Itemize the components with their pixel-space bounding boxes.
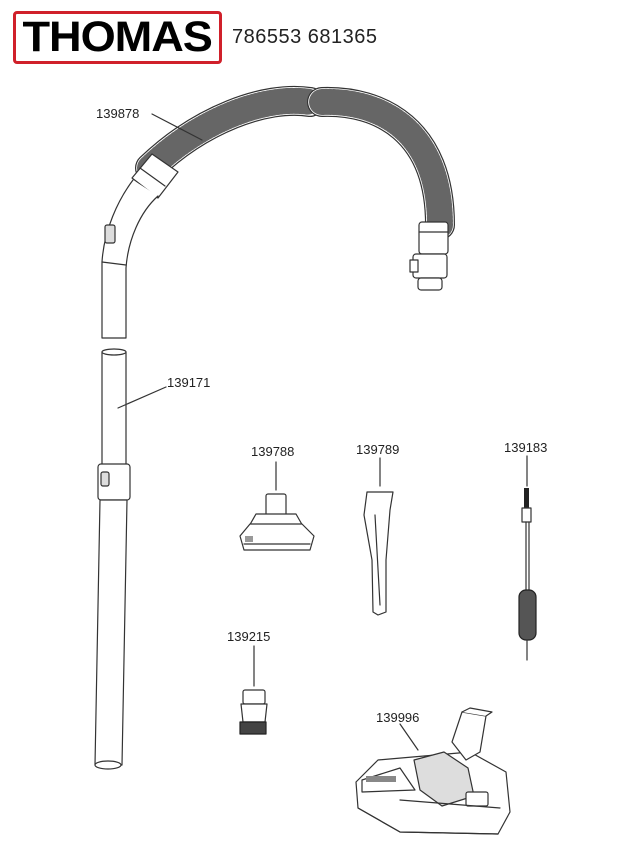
- crevice-nozzle-part-number: 139789: [356, 442, 399, 457]
- crevice-nozzle-drawing: [363, 491, 394, 616]
- radiator-brush-part-number: 139183: [504, 440, 547, 455]
- brand-logo: THOMAS: [13, 11, 222, 64]
- upholstery-nozzle-part-number: 139788: [251, 444, 294, 459]
- radiator-brush-drawing: [518, 488, 537, 661]
- small-brush-label: 139215: [227, 629, 270, 687]
- crevice-nozzle-label: 139789: [356, 442, 399, 487]
- upholstery-nozzle-label: 139788: [251, 444, 294, 491]
- radiator-brush-label: 139183: [504, 440, 547, 487]
- brand-logo-text: THOMAS: [22, 13, 213, 61]
- small-brush-drawing: [239, 689, 268, 735]
- model-numbers: 786553 681365: [232, 26, 378, 48]
- hose-part-number: 139878: [96, 106, 139, 121]
- tube-part-number: 139171: [167, 375, 210, 390]
- tube-label: 139171: [117, 375, 210, 409]
- small-brush-part-number: 139215: [227, 629, 270, 644]
- tube-drawing: [94, 348, 131, 770]
- floor-nozzle-drawing: [355, 707, 511, 835]
- hose-drawing: [101, 85, 455, 339]
- floor-nozzle-label: 139996: [376, 710, 419, 751]
- upholstery-nozzle-drawing: [239, 493, 315, 551]
- hose-label: 139878: [96, 106, 203, 141]
- floor-nozzle-part-number: 139996: [376, 710, 419, 725]
